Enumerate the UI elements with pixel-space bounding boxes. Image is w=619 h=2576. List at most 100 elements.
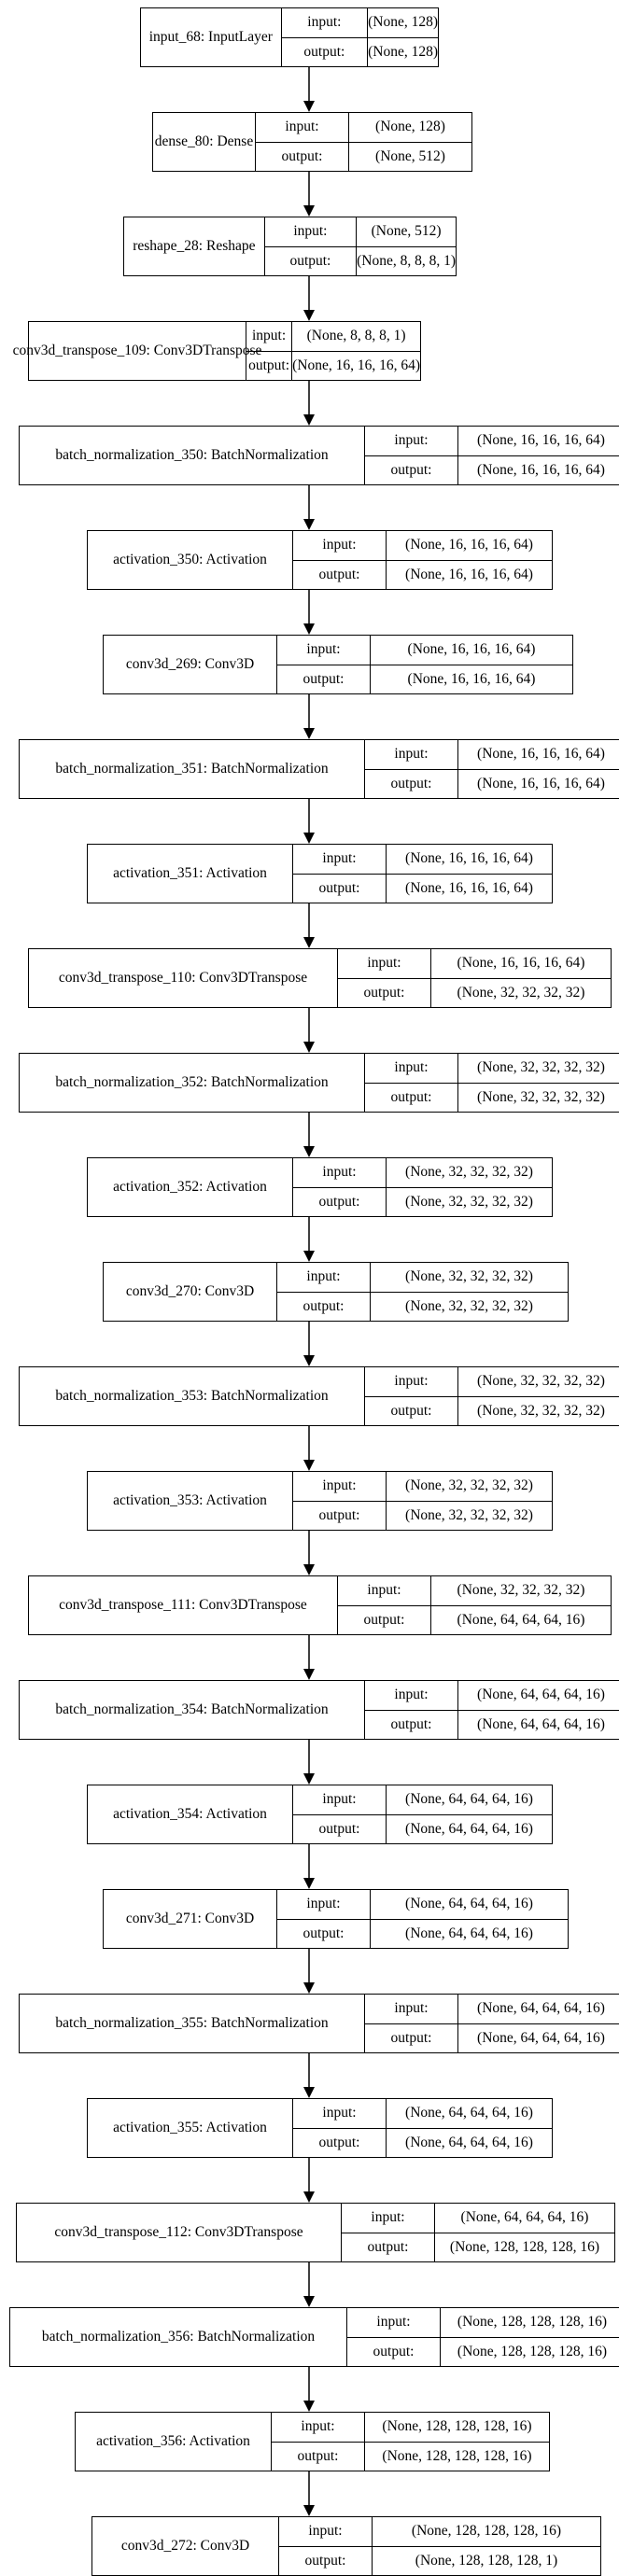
edge-arrowhead <box>303 1878 315 1889</box>
input-label: input: <box>279 2517 372 2547</box>
output-label: output: <box>302 1925 345 1941</box>
output-shape: (None, 512) <box>375 147 445 164</box>
input-label: input: <box>293 2099 386 2129</box>
output-shape: (None, 128, 128, 128, 16) <box>449 2238 600 2255</box>
edge-arrowhead <box>303 1355 315 1366</box>
layer-name: activation_354: Activation <box>88 1785 293 1843</box>
edge-arrowhead <box>303 2087 315 2098</box>
layer-node: batch_normalization_353: BatchNormalizat… <box>19 1366 619 1426</box>
layer-node: batch_normalization_352: BatchNormalizat… <box>19 1053 619 1113</box>
output-shape: (None, 128, 128, 128, 1) <box>415 2552 558 2569</box>
input-label: input: <box>342 2204 434 2233</box>
layer-name: batch_normalization_356: BatchNormalizat… <box>10 2308 347 2366</box>
layer-name: batch_normalization_355: BatchNormalizat… <box>20 1995 365 2052</box>
input-shape: (None, 16, 16, 16, 64) <box>458 427 619 456</box>
edge-arrowhead <box>303 623 315 635</box>
output-label: output: <box>390 1088 432 1105</box>
edge-arrowhead <box>303 519 315 530</box>
input-shape: (None, 128, 128, 128, 16) <box>441 2308 619 2338</box>
layer-node: batch_normalization_350: BatchNormalizat… <box>19 426 619 485</box>
edge-arrowhead <box>303 2505 315 2516</box>
input-shape: (None, 8, 8, 8, 1) <box>292 322 420 352</box>
input-label: input: <box>293 1158 386 1188</box>
layer-name: dense_80: Dense <box>153 113 256 171</box>
layer-name: activation_352: Activation <box>88 1158 293 1216</box>
output-label: output: <box>318 1506 360 1523</box>
input-label: input: <box>277 636 370 665</box>
input-shape: (None, 64, 64, 64, 16) <box>371 1890 568 1920</box>
output-label: output: <box>390 1715 432 1732</box>
layer-node: batch_normalization_355: BatchNormalizat… <box>19 1994 619 2053</box>
input-shape: (None, 128) <box>368 8 438 38</box>
edge-arrowhead <box>303 937 315 948</box>
output-label: output: <box>373 2343 415 2359</box>
output-shape: (None, 32, 32, 32, 32) <box>457 984 585 1001</box>
input-label: input: <box>281 8 368 38</box>
input-shape: (None, 32, 32, 32, 32) <box>458 1367 619 1397</box>
output-label: output: <box>318 1193 360 1210</box>
input-label: input: <box>293 1785 386 1815</box>
output-label: output: <box>363 984 405 1001</box>
output-label: output: <box>363 1611 405 1628</box>
output-label: output: <box>303 43 345 60</box>
edge-arrowhead <box>303 2191 315 2203</box>
output-shape: (None, 64, 64, 64, 16) <box>405 2134 533 2150</box>
input-shape: (None, 16, 16, 16, 64) <box>387 845 552 875</box>
input-shape: (None, 128, 128, 128, 16) <box>373 2517 600 2547</box>
edge-arrowhead <box>303 833 315 844</box>
layer-name: conv3d_transpose_112: Conv3DTranspose <box>17 2204 342 2261</box>
output-label: output: <box>318 879 360 896</box>
input-label: input: <box>365 740 457 770</box>
layer-name: activation_351: Activation <box>88 845 293 903</box>
input-label: input: <box>293 1472 386 1502</box>
input-shape: (None, 32, 32, 32, 32) <box>387 1158 552 1188</box>
output-label: output: <box>289 252 331 269</box>
layer-name: activation_356: Activation <box>76 2413 272 2471</box>
edge-arrowhead <box>303 1146 315 1157</box>
layer-name: conv3d_272: Conv3D <box>92 2517 279 2575</box>
edge-arrowhead <box>303 310 315 321</box>
output-shape: (None, 16, 16, 16, 64) <box>292 357 420 373</box>
output-label: output: <box>390 461 432 478</box>
input-label: input: <box>338 949 430 979</box>
edge-arrowhead <box>303 2296 315 2307</box>
input-shape: (None, 16, 16, 16, 64) <box>371 636 572 665</box>
input-shape: (None, 16, 16, 16, 64) <box>431 949 611 979</box>
input-shape: (None, 32, 32, 32, 32) <box>458 1054 619 1084</box>
input-label: input: <box>277 1890 370 1920</box>
layer-name: conv3d_270: Conv3D <box>104 1263 277 1321</box>
output-shape: (None, 32, 32, 32, 32) <box>405 1193 533 1210</box>
input-label: input: <box>365 1995 457 2024</box>
input-shape: (None, 512) <box>357 217 456 247</box>
layer-name: conv3d_transpose_110: Conv3DTranspose <box>29 949 338 1007</box>
input-label: input: <box>264 217 357 247</box>
layer-node: batch_normalization_356: BatchNormalizat… <box>9 2307 619 2367</box>
edge-arrowhead <box>303 728 315 739</box>
edge-arrowhead <box>303 101 315 112</box>
output-shape: (None, 16, 16, 16, 64) <box>405 879 533 896</box>
output-label: output: <box>304 2552 346 2569</box>
edge-arrowhead <box>303 1982 315 1994</box>
output-shape: (None, 64, 64, 64, 16) <box>477 1715 605 1732</box>
input-shape: (None, 16, 16, 16, 64) <box>458 740 619 770</box>
output-shape: (None, 64, 64, 64, 16) <box>405 1925 533 1941</box>
layer-name: conv3d_269: Conv3D <box>104 636 277 693</box>
output-label: output: <box>302 670 345 687</box>
input-label: input: <box>365 1681 457 1711</box>
output-label: output: <box>318 2134 360 2150</box>
output-shape: (None, 128, 128, 128, 16) <box>457 2343 608 2359</box>
